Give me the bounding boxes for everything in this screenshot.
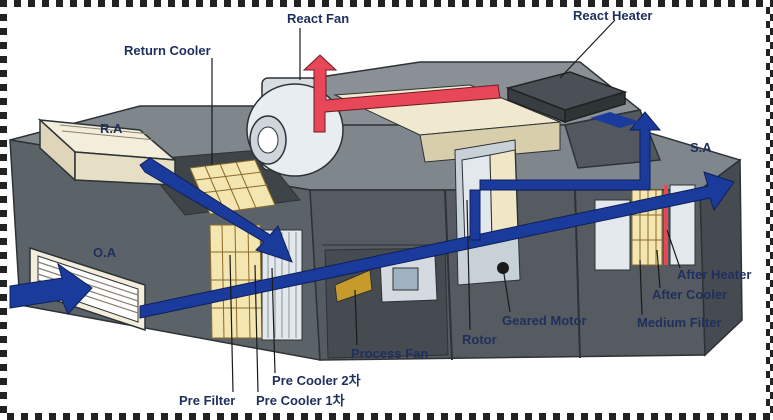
leader-lines	[211, 19, 681, 393]
label-ra: R.A	[100, 121, 123, 136]
label-sa: S.A	[690, 140, 712, 155]
ra-inlet-box	[37, 118, 178, 186]
process-fan-blade-icon	[334, 269, 373, 303]
react-heater-box	[505, 71, 628, 124]
label-after-cooler: After Cooler	[652, 287, 727, 302]
process-fan-section	[324, 247, 449, 359]
outside-air-arrow	[9, 262, 93, 315]
label-react-heater: React Heater	[573, 8, 653, 23]
label-react-fan: React Fan	[287, 11, 349, 26]
label-return-cooler: Return Cooler	[124, 43, 211, 58]
rotor-section	[454, 139, 521, 286]
react-air-arrow	[302, 54, 501, 133]
label-pre-cooler-1: Pre Cooler 1차	[256, 393, 345, 408]
regen-air-arrow	[469, 111, 662, 241]
label-process-fan: Process Fan	[351, 346, 428, 361]
supply-air-arrow	[139, 171, 735, 319]
label-geared-motor: Geared Motor	[502, 313, 587, 328]
label-after-heater: After Heater	[677, 267, 751, 282]
label-rotor: Rotor	[462, 332, 497, 347]
label-medium-filter: Medium Filter	[637, 315, 722, 330]
labels: React Fan React Heater Return Cooler R.A…	[93, 8, 751, 408]
label-pre-cooler-2: Pre Cooler 2차	[272, 373, 361, 388]
airflow-arrows	[9, 54, 735, 319]
label-oa: O.A	[93, 245, 117, 260]
label-pre-filter: Pre Filter	[179, 393, 235, 408]
return-air-arrow	[139, 157, 293, 263]
